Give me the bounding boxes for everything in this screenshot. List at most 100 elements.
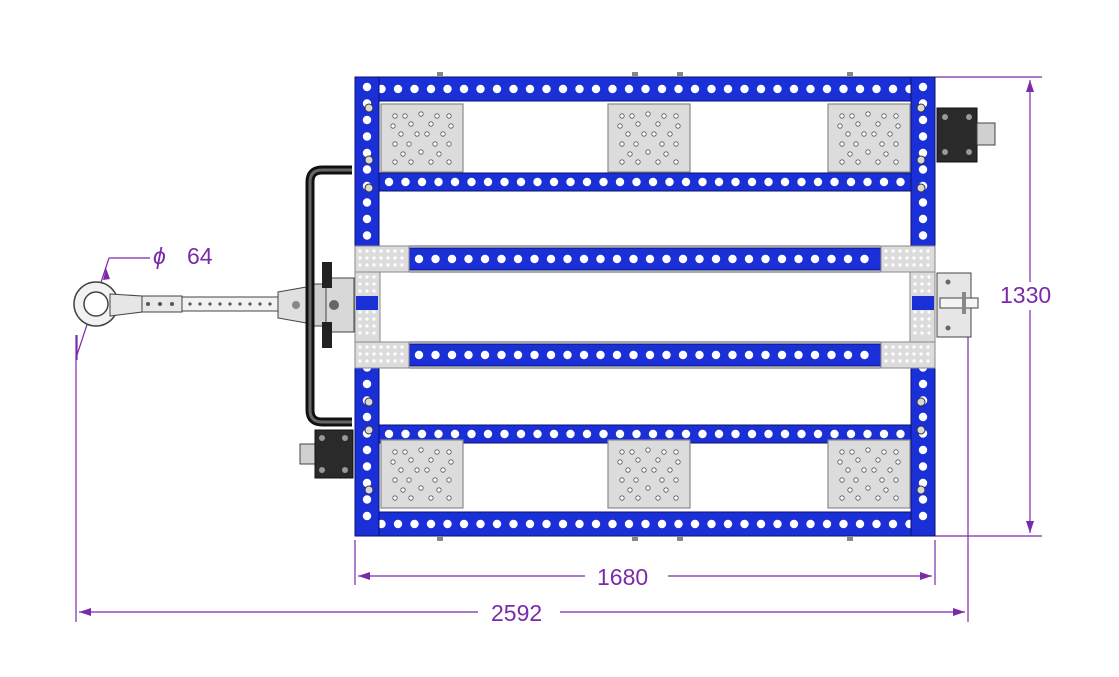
perforation: [365, 324, 369, 328]
perforation: [365, 256, 369, 260]
perforation: [400, 345, 404, 349]
perforation: [386, 359, 390, 363]
blue-insert: [356, 296, 378, 310]
plate-hole: [635, 495, 641, 501]
perforation: [372, 282, 376, 286]
beam-hole: [872, 519, 881, 529]
plate-hole: [645, 447, 651, 453]
center-opening: [379, 271, 911, 343]
beam-hole: [362, 412, 372, 422]
beam-hole: [830, 429, 839, 439]
beam-hole: [362, 165, 372, 174]
beam-hole: [431, 254, 440, 264]
plate-hole: [895, 123, 901, 129]
beam-hole: [546, 254, 556, 264]
perforation: [379, 352, 383, 356]
plate-hole: [402, 449, 408, 455]
beam-hole: [813, 429, 823, 439]
bolt: [916, 485, 926, 495]
beam-hole: [575, 84, 584, 94]
beam-hole: [780, 429, 790, 439]
beam-hole: [657, 519, 667, 529]
beam-hole: [674, 84, 683, 94]
plate-hole: [875, 121, 881, 127]
plate-hole: [635, 121, 641, 127]
plate-hole: [645, 111, 651, 117]
beam-hole: [648, 177, 658, 187]
beam-hole: [591, 519, 601, 529]
beam-hole: [393, 519, 403, 529]
plate-hole: [839, 159, 845, 165]
beam-hole: [761, 350, 770, 360]
beam-hole: [566, 177, 575, 187]
beam-hole: [417, 429, 427, 439]
bolt: [364, 183, 374, 193]
beam-hole: [657, 84, 667, 94]
plate-hole: [436, 487, 442, 493]
beam-hole: [525, 519, 535, 529]
beam-hole: [794, 350, 803, 360]
beam-hole: [879, 429, 889, 439]
plate-hole: [428, 457, 434, 463]
plate-hole: [635, 159, 641, 165]
plate-hole: [414, 131, 420, 137]
beam-hole: [362, 132, 372, 141]
plate-hole: [879, 141, 885, 147]
perforation: [358, 282, 362, 286]
plate-hole: [881, 449, 887, 455]
beam-hole: [615, 177, 625, 187]
perforation: [905, 352, 909, 356]
perforation: [365, 275, 369, 279]
hitch-receiver: [936, 272, 979, 338]
right-caster-bracket: [936, 107, 996, 163]
beam-hole: [542, 519, 551, 529]
plate-hole: [448, 123, 454, 129]
beam-hole: [665, 429, 674, 439]
plate-hole: [428, 495, 434, 501]
beam-hole: [681, 429, 691, 439]
perforation: [365, 289, 369, 293]
beam-hole: [431, 350, 440, 360]
beam-hole: [497, 254, 506, 264]
perforation: [912, 345, 916, 349]
beam-hole: [698, 177, 707, 187]
beam-hole: [558, 519, 568, 529]
beam-hole: [806, 84, 815, 94]
beam-hole: [822, 84, 832, 94]
plate-hole: [855, 121, 861, 127]
beam-hole: [879, 177, 889, 187]
plate-hole: [667, 131, 673, 137]
beam-hole: [648, 429, 658, 439]
perforation: [891, 345, 895, 349]
plate-hole: [446, 449, 452, 455]
plate-hole: [865, 149, 871, 155]
beam-hole: [476, 519, 485, 529]
perforation: [912, 249, 916, 253]
perforation: [920, 310, 924, 314]
plate-hole: [434, 449, 440, 455]
plate-hole: [881, 113, 887, 119]
perforation: [358, 256, 362, 260]
plate-hole: [619, 159, 625, 165]
beam-hole: [872, 84, 881, 94]
beam-hole: [549, 177, 559, 187]
beam-hole: [434, 429, 443, 439]
beam-hole: [773, 84, 782, 94]
beam-hole: [542, 84, 551, 94]
beam-hole: [918, 445, 928, 455]
plate-hole: [893, 495, 899, 501]
plate-hole: [428, 159, 434, 165]
plate-hole: [895, 459, 901, 465]
plate-hole: [398, 467, 404, 473]
beam-hole: [740, 519, 749, 529]
perforation: [927, 317, 931, 321]
beam-hole: [566, 429, 575, 439]
perforation: [913, 331, 917, 335]
beam-hole: [591, 84, 601, 94]
perforation: [905, 345, 909, 349]
plate-hole: [893, 113, 899, 119]
beam-hole: [362, 379, 372, 389]
perforation: [393, 256, 397, 260]
perforation: [891, 352, 895, 356]
beam-hole: [362, 115, 372, 125]
